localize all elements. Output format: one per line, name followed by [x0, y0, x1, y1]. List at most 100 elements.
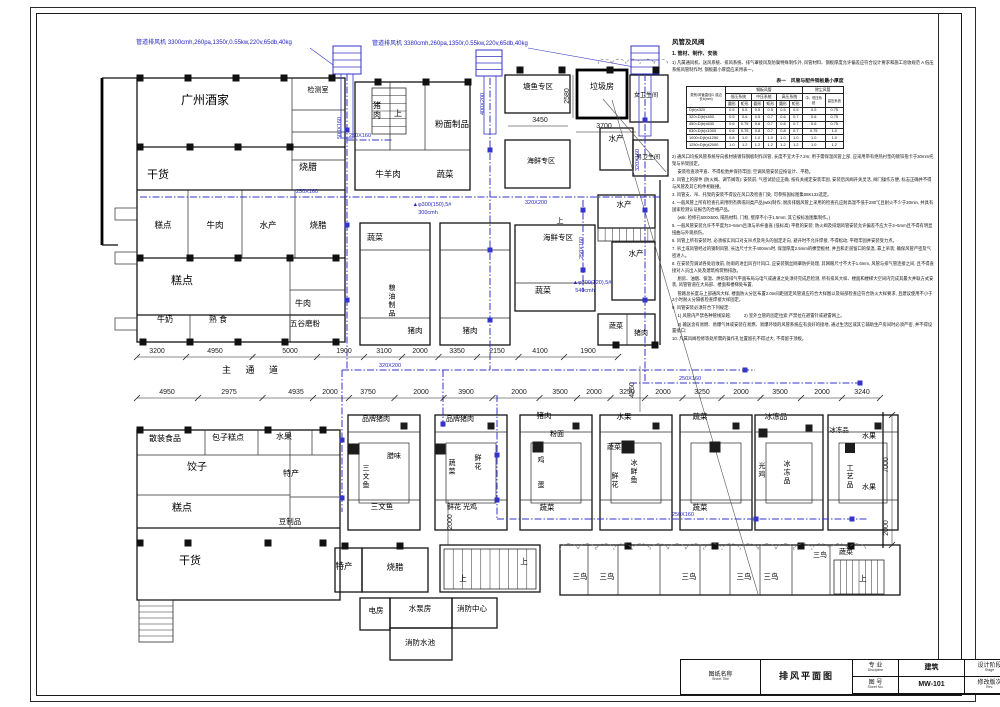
wall [519, 414, 593, 531]
room-label: 牛肉 [206, 220, 223, 230]
duct-label: 250X160 [672, 512, 694, 518]
room-label: 五谷磨粉 [290, 318, 320, 328]
wall [530, 442, 582, 504]
notes-panel: 风管及风阀 1. 管材、制作、安装 1) 凡属通风机、送风系统、排风系统、排气罩… [672, 36, 934, 345]
duct-grille [339, 437, 345, 443]
room-label: 蔬菜 [535, 285, 551, 295]
duct-thickness-table: 类别\风管直径D 或边长b(mm)钢板风管除尘风管低压系统中压系统高压系统中、低… [686, 86, 844, 150]
table-subcol: 矩形 [737, 100, 752, 108]
wall [114, 207, 138, 221]
column [332, 254, 340, 262]
dim-label: 2000 [447, 514, 454, 530]
column [651, 341, 659, 349]
room-label: 上 [394, 109, 402, 118]
room-label: 冰鲜鱼 [631, 458, 638, 484]
dim-tick [838, 394, 846, 402]
room-label: 水产 [629, 248, 644, 258]
room-label: 蔬菜 [693, 502, 708, 512]
table-value-cell: 0.5 [750, 113, 765, 122]
stage-label-cn: 设计阶段 [977, 662, 1000, 669]
stall-block [732, 422, 740, 430]
column [341, 542, 349, 550]
room-label: 三鸟 [764, 571, 779, 581]
dim-tick [515, 353, 522, 361]
table-value-cell: 0.6 [801, 120, 826, 129]
room-label: 男卫生间 [636, 153, 660, 161]
room-label: 糕点 [172, 501, 192, 514]
stall-block [434, 443, 446, 455]
wall [827, 414, 899, 531]
wall [347, 414, 421, 531]
wall [610, 442, 662, 504]
room-label: 消防水池 [405, 637, 435, 647]
dim-label: 7000 [883, 457, 890, 473]
table-value-cell: 1.0 [824, 127, 844, 136]
dim-tick [398, 353, 406, 361]
dim-tick [536, 394, 543, 402]
stall-block [348, 443, 360, 455]
dim-label: 3900 [458, 389, 474, 396]
room-label: 鸡 [538, 455, 545, 464]
duct-label: 250X160 [349, 133, 371, 139]
wall [597, 313, 656, 346]
inner-frame [36, 13, 962, 696]
table-value-cell: 1.0 [750, 134, 765, 143]
dim-tick [182, 353, 190, 361]
table-caption: 表一 风管与配件钢板最小厚度 [776, 79, 844, 85]
column [136, 74, 144, 82]
dim-tick [614, 353, 622, 361]
room-label: 糕点 [171, 273, 193, 287]
table-value-cell: 0.75 [737, 120, 752, 129]
room-label: 烧腊 [386, 562, 404, 572]
room-label: 牛肉 [295, 298, 311, 308]
wall [679, 414, 753, 531]
room-label: 特产 [335, 561, 352, 571]
table-right-col: 中、低压系统 [801, 93, 826, 108]
room-label: 水产 [259, 220, 276, 230]
revision-cloud [597, 58, 669, 65]
room-label: 粉面 [550, 429, 564, 438]
table-value-cell: 0.6 [750, 120, 765, 129]
column [280, 74, 288, 82]
table-value-cell: 0.5 [725, 106, 739, 115]
note-line-3: 安装检查须平直、不得松弛并保持牢固; 空调风管安装应按设计、平稳。 [672, 169, 814, 174]
duct-grille [580, 267, 586, 273]
room-label: 蛋 [538, 480, 545, 489]
wall [114, 251, 138, 265]
table-value-cell: 0.8 [725, 134, 739, 143]
room-label: 蔬菜 [449, 458, 456, 476]
duct-label: 400X200 [480, 93, 486, 115]
dim-label: 4100 [532, 348, 548, 355]
table-subcol: 矩形 [763, 100, 778, 108]
dim-tick [435, 353, 442, 361]
table-value-cell: 1.0 [824, 134, 844, 143]
duct-grille [742, 367, 748, 373]
table-right-col: 高压系统 [824, 93, 844, 108]
room-label: 冰冻品 [784, 459, 791, 485]
sheet-no-label-cn: 图 号 [868, 679, 883, 686]
table-value-cell: 0.5 [725, 113, 739, 122]
duct-label: 管道排风机 3380cmh,260pa,1350r,0.55kw,220v,65… [372, 39, 528, 47]
column [286, 143, 294, 151]
room-label: 三鸟 [682, 571, 697, 581]
stall-block [572, 422, 580, 430]
wall [611, 241, 656, 301]
stage-label: 设计阶段 Stage [965, 660, 1000, 677]
leader-line [611, 99, 759, 595]
dim-label: 3250 [694, 389, 710, 396]
stall-block [652, 422, 660, 430]
annotation-leader [527, 47, 641, 69]
stall-block [709, 441, 721, 453]
table-value-cell: 1.0 [788, 134, 803, 143]
table-value-cell: 0.75 [824, 120, 844, 129]
table-range-cell: 450<D(b)≤630 [686, 120, 726, 129]
wall [439, 544, 541, 593]
room-label: 猪肉 [373, 100, 381, 120]
duct-label: 250X160 [296, 189, 318, 195]
room-label: 饺子 [187, 460, 207, 473]
table-group2: 除尘风管 [801, 86, 844, 95]
note-line-17: 10. 凡属风阀检修等处所需的操作孔位置留孔不得过大, 不得留于顶板。 [672, 336, 807, 342]
wall [514, 224, 596, 312]
dim-label: 2000 [733, 389, 749, 396]
